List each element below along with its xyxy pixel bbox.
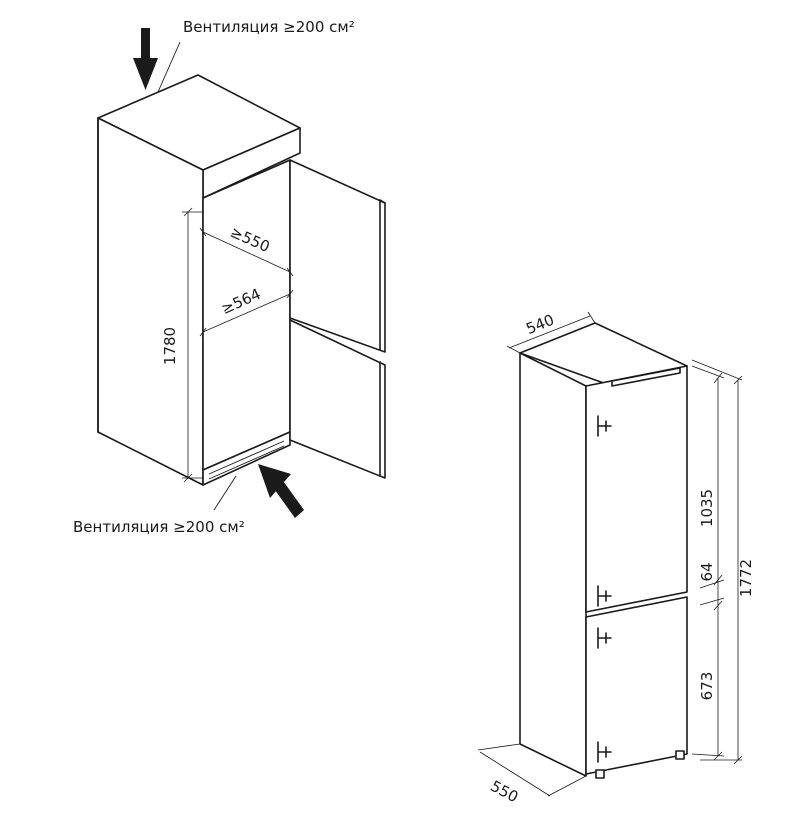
fridge-foot	[595, 769, 605, 779]
hinge-icon	[597, 627, 612, 649]
cabinet-left-side	[97, 117, 204, 486]
cabinet-lower-door	[289, 319, 386, 479]
dim-appliance-width-label: 540	[523, 311, 556, 338]
dim-lower-height: 673	[691, 606, 725, 761]
fridge-foot	[675, 750, 685, 760]
vent-bottom-label: Вентиляция ≥200 см²	[73, 518, 245, 536]
dim-gap-height-label: 64	[698, 562, 716, 581]
cabinet-niche	[97, 74, 301, 486]
fridge-top-rail	[611, 367, 681, 387]
cabinet-upper-door	[289, 159, 386, 353]
fridge-side	[519, 352, 587, 777]
hinge-icon	[597, 415, 612, 437]
dim-gap-height: 64	[698, 562, 725, 611]
dim-lower-height-label: 673	[698, 672, 716, 701]
dim-upper-height: 1035	[691, 365, 725, 586]
vent-top-leader	[157, 41, 181, 93]
dim-upper-height-label: 1035	[698, 489, 716, 527]
hinge-icon	[597, 741, 612, 763]
vent-bottom-leader	[213, 475, 237, 511]
arrow-down-icon	[133, 28, 158, 90]
cabinet-interior	[202, 159, 291, 471]
dim-niche-height-label: 1780	[161, 327, 179, 365]
dim-appliance-depth-label: 550	[487, 777, 521, 806]
fridge-appliance	[519, 322, 688, 779]
fridge-lower-door	[585, 596, 688, 775]
vent-top-label: Вентиляция ≥200 см²	[183, 18, 355, 36]
hinge-icon	[597, 585, 612, 607]
fridge-upper-door	[585, 365, 688, 613]
arrow-up-left-icon	[258, 464, 304, 518]
dim-total-height: 1772	[691, 359, 755, 765]
dim-total-height-label: 1772	[737, 559, 755, 597]
dim-niche-height: 1780	[161, 207, 203, 483]
